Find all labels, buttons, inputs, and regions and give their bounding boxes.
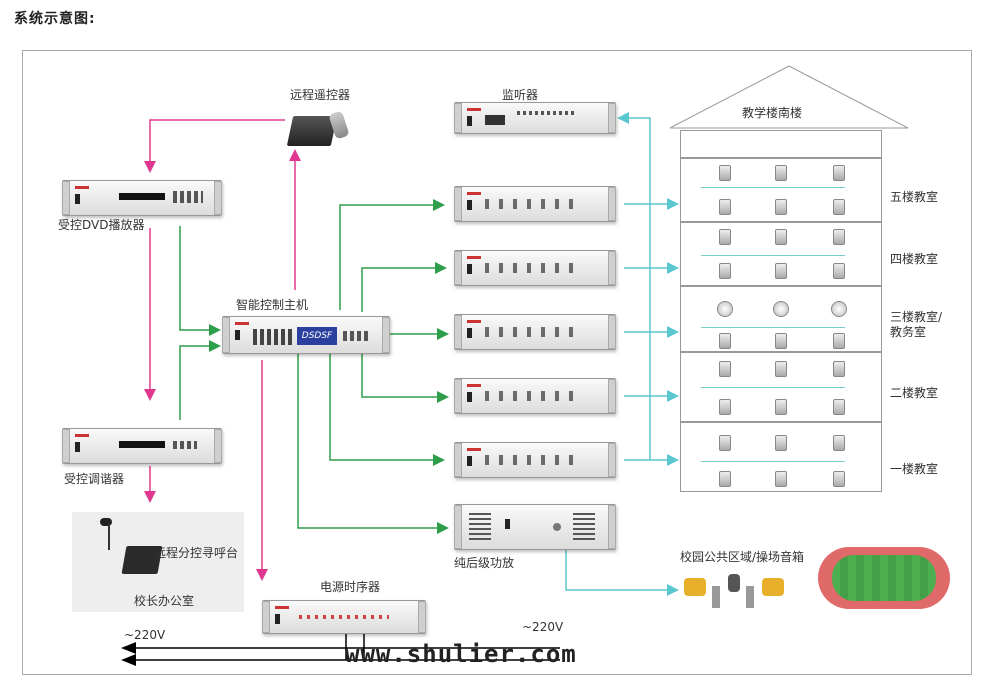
dvd-player-device [62,180,222,216]
diagram-title: 系统示意图: [14,11,96,27]
voltage-left-label: ~220V [124,628,166,642]
principal-office-box: 远程分控寻呼台 校长办公室 [72,512,244,612]
floor-2-label: 二楼教室 [890,386,939,400]
power-amplifier-label: 纯后级功放 [454,556,515,570]
host-device: DSDSF [222,316,390,354]
diagram-frame [22,50,972,675]
paging-console-label: 远程分控寻呼台 [154,546,239,560]
floor-1-room [680,422,882,492]
remote-controller-label: 远程遥控器 [290,88,351,102]
floor-1-label: 一楼教室 [890,462,939,476]
floor-4-label: 四楼教室 [890,252,939,266]
outdoor-speakers-group [684,572,802,608]
floor-2-room [680,352,882,422]
sequencer-label: 电源时序器 [320,580,381,594]
monitor-device [454,102,616,134]
monitor-label: 监听器 [502,88,539,102]
outdoor-speakers-label: 校园公共区域/操场音箱 [680,550,805,564]
tuner-label: 受控调谐器 [64,472,125,486]
floor-4-room [680,222,882,286]
floor-5-label: 五楼教室 [890,190,939,204]
amplifier-device-1 [454,186,616,222]
sequencer-device [262,600,426,634]
microphone-gooseneck [108,524,110,550]
sports-field-icon [818,547,950,609]
host-label: 智能控制主机 [236,298,309,312]
host-display: DSDSF [297,327,337,345]
building-name-label: 教学楼南楼 [742,106,803,120]
power-amplifier-device [454,504,616,550]
floor-3-room [680,286,882,352]
voltage-right-label: ~220V [522,620,564,634]
watermark-text: www.shulier.com [345,640,577,668]
amplifier-device-2 [454,250,616,286]
amplifier-device-3 [454,314,616,350]
remote-controller-device [286,108,354,148]
floor-3-label: 三楼教室/ 教务室 [890,310,943,339]
tuner-device [62,428,222,464]
principal-office-label: 校长办公室 [134,594,195,608]
amplifier-device-4 [454,378,616,414]
building-top-band [680,130,882,158]
amplifier-device-5 [454,442,616,478]
building-roof [669,65,909,129]
dvd-player-label: 受控DVD播放器 [58,218,145,232]
floor-5-room [680,158,882,222]
microphone-head [100,518,112,526]
